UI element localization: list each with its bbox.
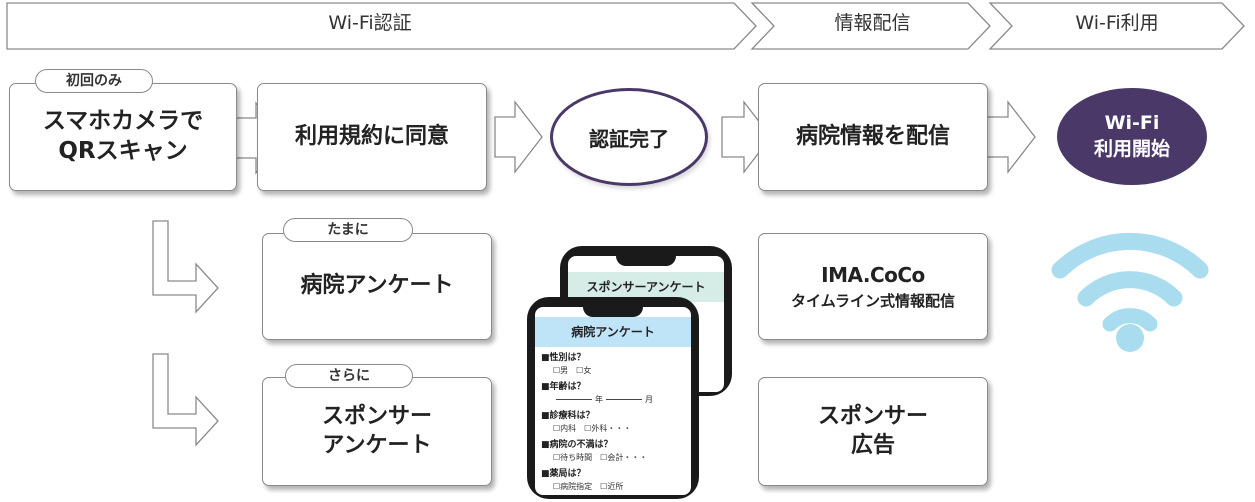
survey-a-gender: ☐男 ☐女 xyxy=(553,366,592,375)
arrow-right-3 xyxy=(721,100,772,174)
phone-front-screen: 病院アンケート ■性別は？ ☐男 ☐女 ■年齢は？ 年月 ■診療科は？ ☐内科 … xyxy=(535,307,691,495)
scan-qr-line2: QRスキャン xyxy=(58,138,188,164)
auth-complete-label: 認証完了 xyxy=(589,126,669,151)
deliver-info-label: 病院情報を配信 xyxy=(795,123,950,149)
arrow-elbow-1 xyxy=(152,220,219,314)
agree-terms-box: 利用規約に同意 xyxy=(257,83,487,191)
survey-a-pharmacy: ☐病院指定 ☐近所 xyxy=(553,482,624,491)
scan-qr-box: スマホカメラで QRスキャン xyxy=(9,83,237,191)
survey-a-department: ☐内科 ☐外科・・・ xyxy=(553,424,632,433)
phase-arrow-auth xyxy=(6,2,757,50)
arrow-right-2 xyxy=(494,100,543,174)
phone-back-notch xyxy=(616,254,676,266)
survey-a-month: 月 xyxy=(645,395,653,404)
sponsor-ad-line2: 広告 xyxy=(850,432,895,458)
tag-occasionally: たまに xyxy=(283,218,413,242)
scan-qr-line1: スマホカメラで xyxy=(42,108,204,135)
survey-a-year: 年 xyxy=(595,395,603,404)
phone-front-title: 病院アンケート xyxy=(535,317,691,347)
sponsor-survey-box: スポンサー アンケート xyxy=(262,377,492,486)
survey-q-pharmacy: ■薬局は？ xyxy=(541,469,586,479)
phase-arrow-use xyxy=(988,2,1245,50)
arrow-elbow-2 xyxy=(152,353,219,447)
phase-label-use: Wi-Fi利用 xyxy=(1075,12,1159,34)
wifi-icon xyxy=(1051,232,1209,352)
imacoco-subtitle: タイムライン式情報配信 xyxy=(791,291,955,310)
survey-a-age: 年月 xyxy=(553,394,691,405)
survey-a-complaint: ☐待ち時間 ☐会計・・・ xyxy=(553,453,648,462)
tag-additionally: さらに xyxy=(285,364,413,388)
wifi-start-line2: 利用開始 xyxy=(1093,137,1170,160)
sponsor-ad-line1: スポンサー xyxy=(817,403,928,429)
phase-banner xyxy=(6,2,1245,50)
phase-label-delivery: 情報配信 xyxy=(834,12,911,34)
deliver-info-box: 病院情報を配信 xyxy=(758,83,988,191)
phase-label-auth: Wi-Fi認証 xyxy=(328,12,412,34)
phone-hospital-survey: 病院アンケート ■性別は？ ☐男 ☐女 ■年齢は？ 年月 ■診療科は？ ☐内科 … xyxy=(527,297,699,499)
imacoco-box: IMA.CoCo タイムライン式情報配信 xyxy=(758,233,988,340)
survey-q-department: ■診療科は？ xyxy=(541,411,595,421)
imacoco-title: IMA.CoCo xyxy=(821,262,925,287)
arrow-right-4 xyxy=(986,100,1036,174)
sponsor-survey-line2: アンケート xyxy=(322,432,432,458)
phone-front-notch xyxy=(583,305,643,317)
hospital-survey-label: 病院アンケート xyxy=(300,273,454,299)
sponsor-ad-box: スポンサー 広告 xyxy=(758,377,988,486)
auth-complete-ellipse: 認証完了 xyxy=(550,88,708,186)
tag-first-time-only: 初回のみ xyxy=(35,69,153,93)
sponsor-survey-line1: スポンサー xyxy=(321,403,432,429)
phase-arrow-delivery xyxy=(750,2,991,50)
survey-q-gender: ■性別は？ xyxy=(541,353,586,363)
hospital-survey-box: 病院アンケート xyxy=(262,233,492,340)
agree-terms-label: 利用規約に同意 xyxy=(294,123,449,149)
survey-q-age: ■年齢は？ xyxy=(541,382,586,392)
survey-q-complaint: ■病院の不満は？ xyxy=(541,440,613,450)
wifi-start-line1: Wi-Fi xyxy=(1104,111,1160,134)
wifi-start-ellipse: Wi-Fi 利用開始 xyxy=(1057,88,1207,185)
